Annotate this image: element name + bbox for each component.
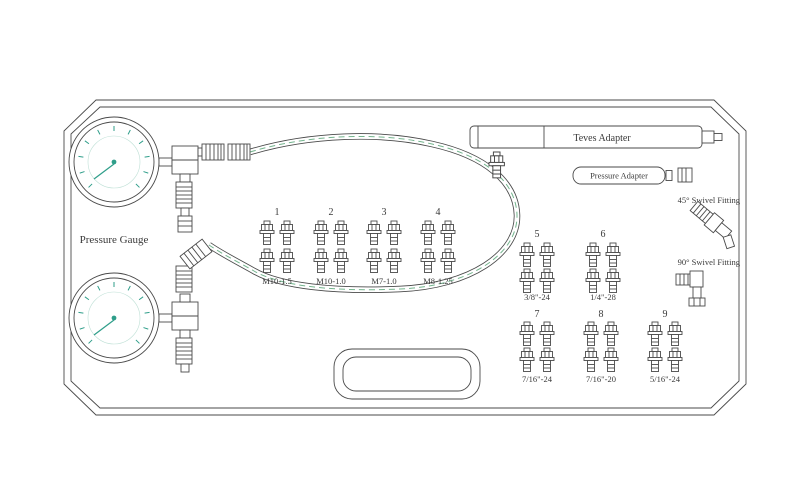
hose-end-coupler xyxy=(179,238,213,270)
group-thread-label: 5/16"-24 xyxy=(650,374,681,384)
group-number: 4 xyxy=(436,207,441,218)
fitting-group-4: 4 M8-1.25 xyxy=(420,207,456,286)
group-number: 6 xyxy=(601,229,606,240)
fitting-group-3: 3 M7-1.0 xyxy=(366,207,402,286)
swivel-fitting-45 xyxy=(689,200,736,250)
group-number: 2 xyxy=(329,207,334,218)
teves-adapter-label: Teves Adapter xyxy=(573,133,631,144)
pressure-adapter-label: Pressure Adapter xyxy=(590,171,648,181)
group-thread-label: 7/16"-24 xyxy=(522,374,553,384)
pressure-gauge-top xyxy=(69,117,251,233)
teves-adapter: Teves Adapter xyxy=(469,125,723,179)
pressure-gauge-label: Pressure Gauge xyxy=(80,234,149,246)
group-thread-label: M10-1.5 xyxy=(262,276,292,286)
group-number: 3 xyxy=(382,207,387,218)
hose-center-dash xyxy=(208,135,518,291)
pressure-adapter: Pressure Adapter xyxy=(572,166,693,185)
case-outline xyxy=(63,99,747,416)
fitting-group-5: 5 3/8"-24 xyxy=(519,229,555,302)
group-thread-label: 1/4"-28 xyxy=(590,292,616,302)
group-number: 9 xyxy=(663,309,668,320)
group-number: 8 xyxy=(599,309,604,320)
fitting-group-2: 2 M10-1.0 xyxy=(313,207,349,286)
pressure-gauge-bottom xyxy=(69,238,213,373)
group-number: 5 xyxy=(535,229,540,240)
teves-fitting-icon xyxy=(488,151,505,179)
group-thread-label: M8-1.25 xyxy=(423,276,453,286)
fitting-group-8: 8 7/16"-20 xyxy=(583,309,619,384)
swivel-fitting-90 xyxy=(675,270,706,307)
group-thread-label: M10-1.0 xyxy=(316,276,346,286)
group-thread-label: 3/8"-24 xyxy=(524,292,550,302)
group-thread-label: 7/16"-20 xyxy=(586,374,616,384)
handle-recess xyxy=(333,348,481,400)
group-number: 1 xyxy=(275,207,280,218)
fitting-group-1: 1 M10-1.5 xyxy=(259,207,295,286)
fitting-group-6: 6 1/4"-28 xyxy=(585,229,621,302)
pressure-hose xyxy=(207,133,521,293)
group-thread-label: M7-1.0 xyxy=(371,276,396,286)
fitting-group-7: 7 7/16"-24 xyxy=(519,309,555,384)
swivel-90-label: 90° Swivel Fitting xyxy=(678,257,741,267)
swivel-45-label: 45° Swivel Fitting xyxy=(678,195,741,205)
group-number: 7 xyxy=(535,309,540,320)
fitting-group-9: 9 5/16"-24 xyxy=(647,309,683,384)
